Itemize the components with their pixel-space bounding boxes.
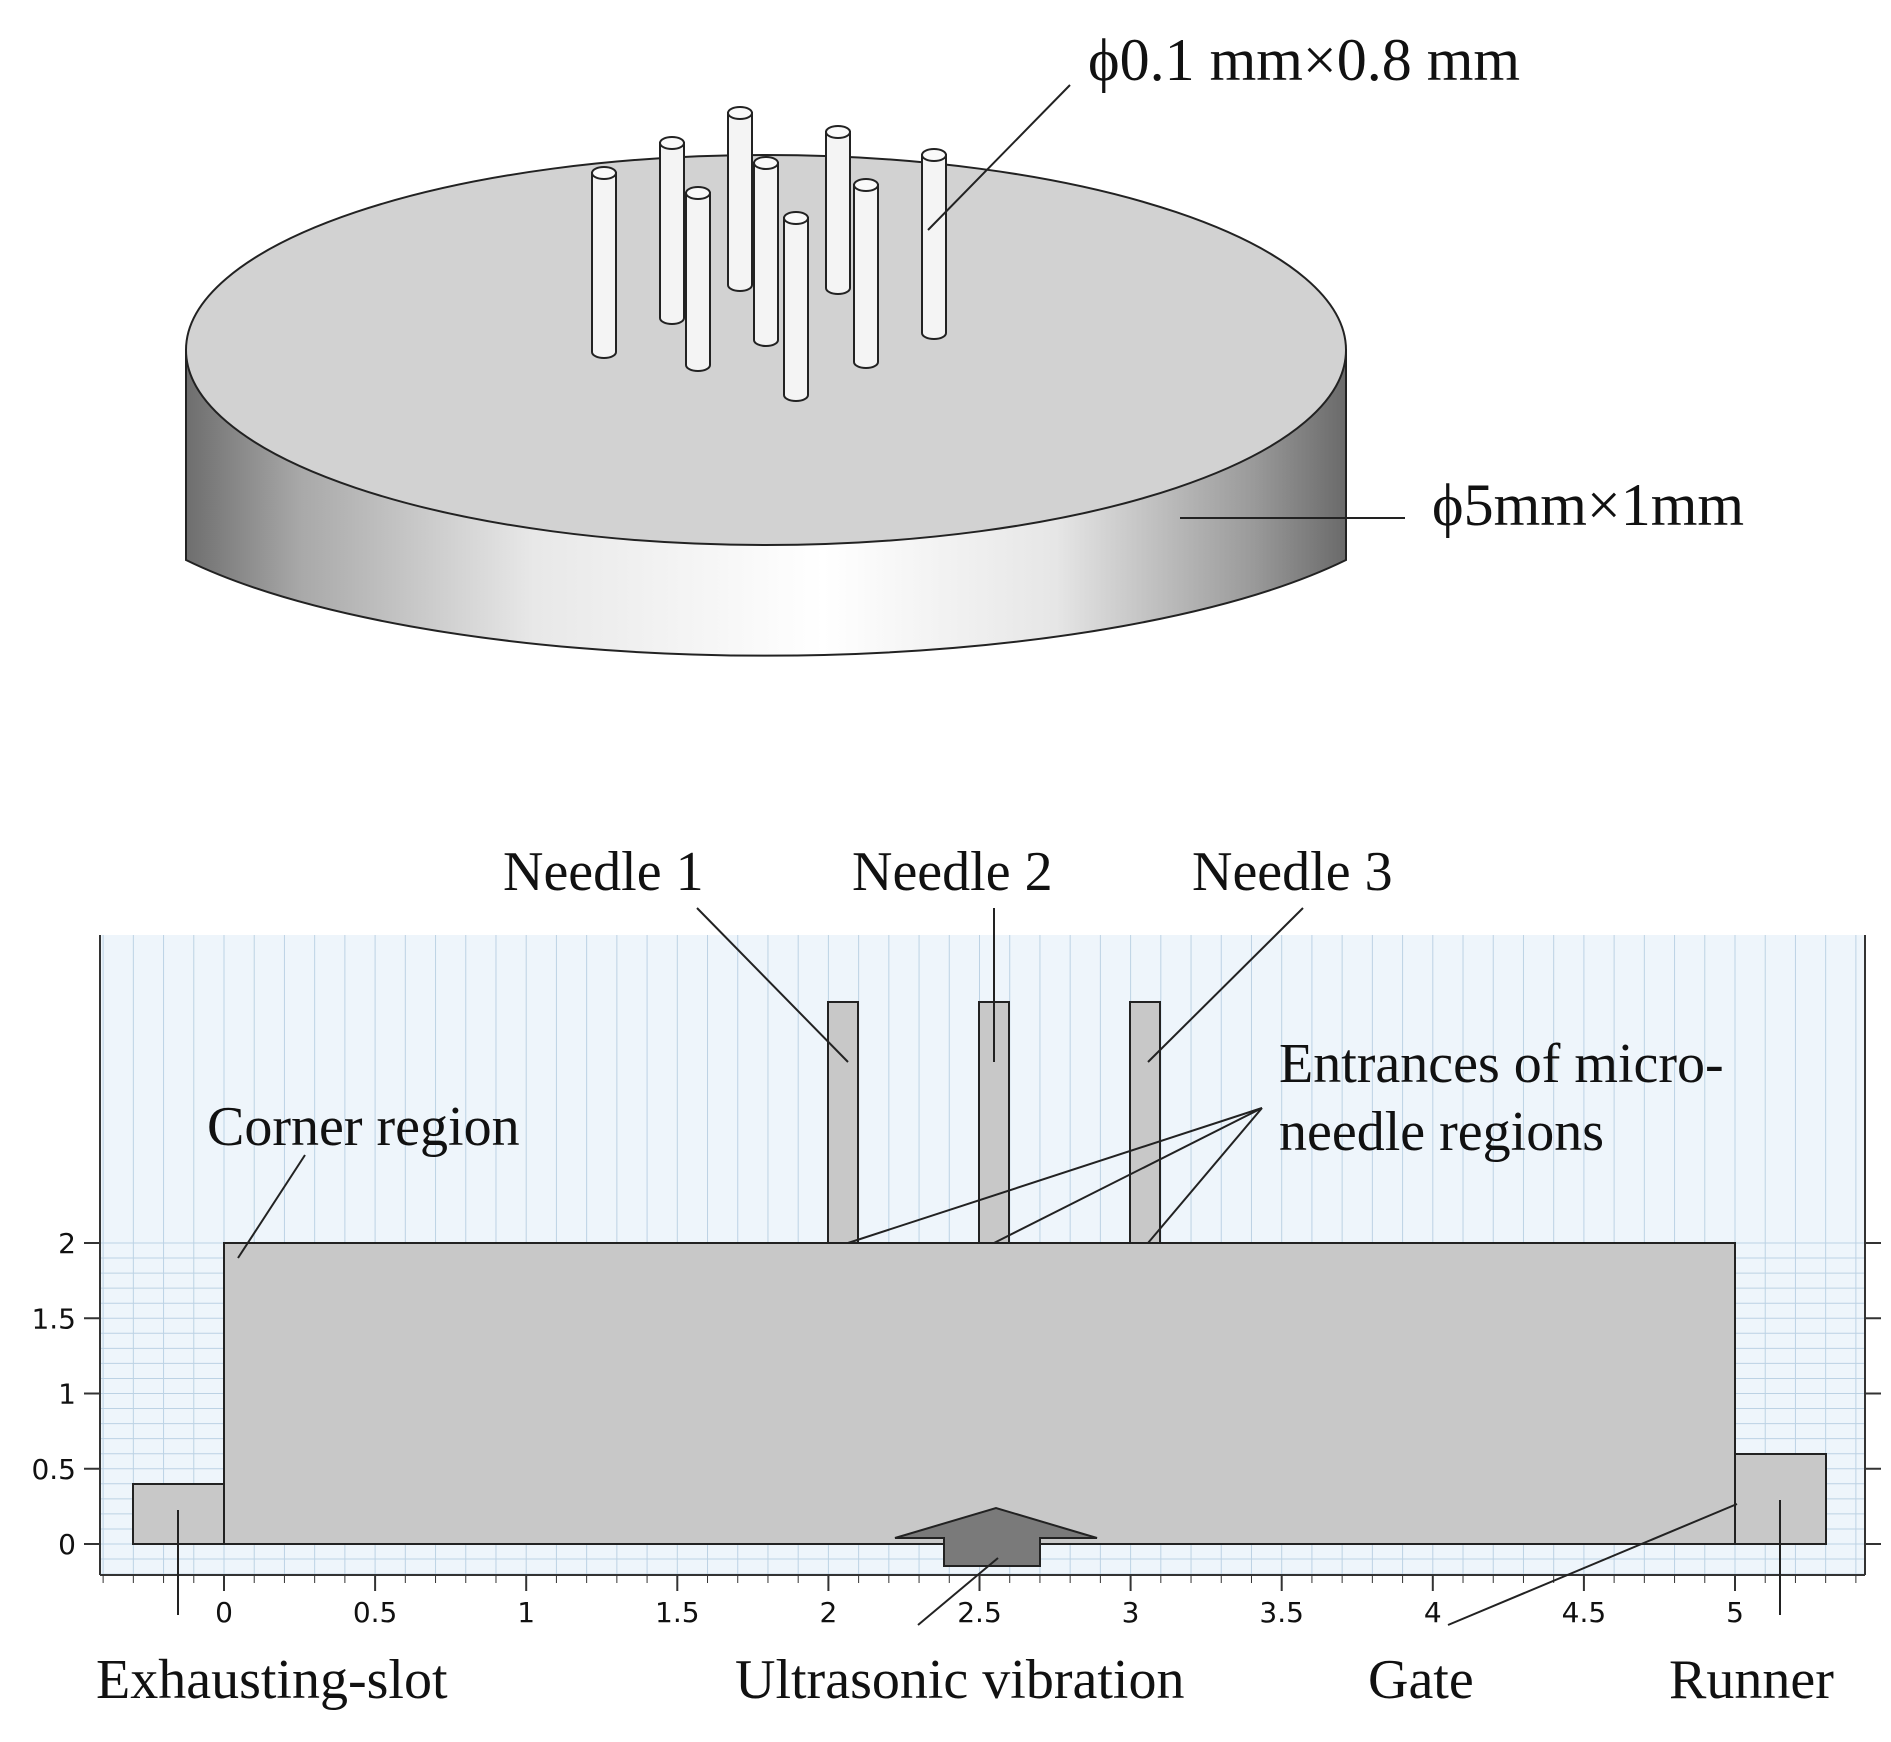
y-tick-labels: 0 0.5 1 1.5 2 — [31, 1227, 76, 1561]
exhausting-slot-label: Exhausting-slot — [96, 1649, 448, 1711]
needle-3d-2 — [825, 131, 851, 295]
gate-label: Gate — [1368, 1649, 1474, 1711]
y-tick-label: 1.5 — [31, 1302, 76, 1335]
corner-leader — [237, 1154, 306, 1259]
corner-region-label: Corner region — [207, 1096, 520, 1158]
cross-section-plot — [84, 935, 1881, 1591]
needle-3d-8 — [685, 192, 711, 372]
entrance-leader-1 — [847, 1107, 1263, 1244]
gate-leader — [1447, 1503, 1738, 1626]
needle-dimension-leader — [927, 84, 1071, 231]
entrances-label-line2: needle regions — [1279, 1101, 1604, 1163]
needle-1-shape — [827, 1001, 859, 1244]
needle-3-shape — [1129, 1001, 1161, 1244]
needle-3d-5 — [753, 162, 779, 347]
x-tick-labels: 0 0.5 1 1.5 2 2.5 3 3.5 4 4.5 5 — [215, 1596, 1744, 1629]
needle-3d-top-9 — [783, 211, 809, 225]
x-tick-label: 3 — [1122, 1596, 1140, 1629]
needle-3d-top-5 — [753, 156, 779, 170]
disk-3d-view — [185, 106, 1347, 657]
ultrasonic-leader — [917, 1557, 999, 1626]
x-tick-label: 4 — [1424, 1596, 1442, 1629]
needle-dimension-label: ϕ0.1 mm×0.8 mm — [1088, 27, 1520, 93]
x-tick-label: 0.5 — [353, 1596, 398, 1629]
disk-top-face — [185, 154, 1347, 546]
needle-1-label: Needle 1 — [503, 841, 704, 903]
ultrasonic-vibration-label: Ultrasonic vibration — [735, 1649, 1184, 1711]
needle-3d-top-4 — [921, 148, 947, 162]
entrances-label-line1: Entrances of micro- — [1279, 1033, 1724, 1095]
needle-3d-top-3 — [659, 136, 685, 150]
entrance-leader-2 — [993, 1107, 1263, 1244]
needle-1-leader — [696, 907, 849, 1063]
x-tick-label: 3.5 — [1259, 1596, 1304, 1629]
needle-3d-6 — [591, 172, 617, 359]
needle-3d-4 — [921, 154, 947, 340]
entrance-leader-3 — [1147, 1107, 1263, 1244]
y-tick-label: 1 — [58, 1378, 76, 1411]
axis-ticks — [84, 1242, 1881, 1591]
x-tick-label: 0 — [215, 1596, 233, 1629]
y-tick-label: 0.5 — [31, 1453, 76, 1486]
needle-2-label: Needle 2 — [852, 841, 1053, 903]
ultrasonic-arrow-icon — [894, 1506, 1098, 1567]
x-tick-label: 2 — [819, 1596, 837, 1629]
x-tick-label: 2.5 — [957, 1596, 1002, 1629]
needle-3d-top-6 — [591, 166, 617, 180]
needle-3d-top-1 — [727, 106, 753, 120]
needle-3d-top-7 — [853, 178, 879, 192]
needle-3d-top-8 — [685, 186, 711, 200]
needle-3d-9 — [783, 217, 809, 402]
x-tick-label: 1 — [517, 1596, 535, 1629]
x-tick-label: 4.5 — [1562, 1596, 1607, 1629]
y-tick-label: 0 — [58, 1528, 76, 1561]
leader-lines — [177, 907, 1781, 1626]
needle-3d-1 — [727, 112, 753, 292]
y-tick-label: 2 — [58, 1227, 76, 1260]
needle-3d-3 — [659, 142, 685, 325]
disk-dimension-label: ϕ5mm×1mm — [1432, 472, 1744, 538]
runner-label: Runner — [1669, 1649, 1834, 1711]
cavity-body-shape — [223, 1242, 1736, 1545]
needle-3-leader — [1147, 907, 1304, 1063]
needle-array-3d — [591, 106, 947, 402]
x-tick-label: 1.5 — [655, 1596, 700, 1629]
x-tick-label: 5 — [1726, 1596, 1744, 1629]
needle-3-label: Needle 3 — [1192, 841, 1393, 903]
needle-3d-7 — [853, 184, 879, 369]
needle-3d-top-2 — [825, 125, 851, 139]
